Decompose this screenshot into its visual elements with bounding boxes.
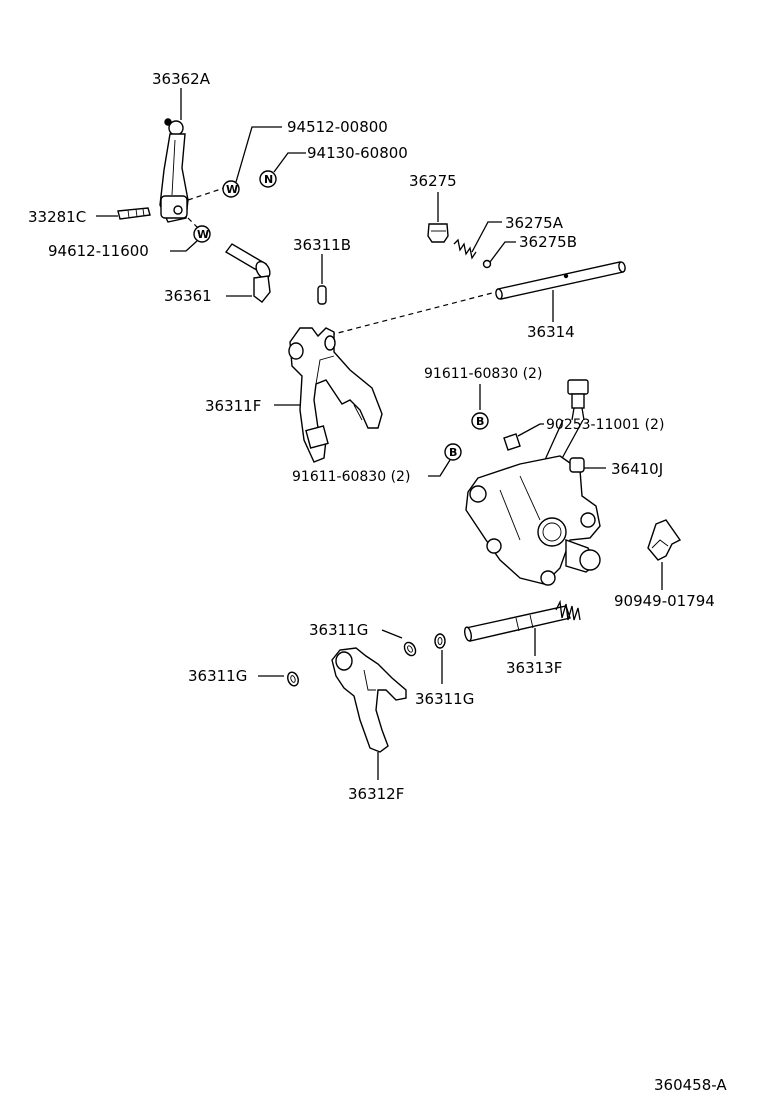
shift-rod-36314 [495,261,626,322]
shift-lever-36362A [159,88,189,223]
ring-36311G-left [258,671,299,687]
washer-94512-00800: W [222,126,282,198]
svg-text:N: N [264,173,273,186]
bolt-91611-60830-lower: B [428,443,462,477]
svg-text:B: B [476,415,484,428]
svg-text:B: B [449,446,457,459]
shift-shaft-36313F [464,599,581,656]
svg-text:W: W [197,228,209,241]
shift-fork-36311F [274,327,383,463]
label-36361: 36361 [164,287,212,305]
label-36311F: 36311F [205,397,261,415]
label-33281C: 33281C [28,208,86,226]
label-90949-01794: 90949-01794 [614,592,715,610]
label-94612-11600: 94612-11600 [48,242,149,260]
label-36313F: 36313F [506,659,562,677]
label-36311G-mid: 36311G [415,690,474,708]
ring-36311G-mid [434,633,446,684]
shift-fork-36312F [331,647,407,780]
label-36362A: 36362A [152,70,211,88]
svg-text:W: W [226,183,238,196]
label-36275A: 36275A [505,214,564,232]
label-36275: 36275 [409,172,457,190]
sensor-connector [543,379,589,463]
washer-94612-11600: W [170,225,211,252]
pin-36311B [317,254,327,305]
shift-housing-36410J [465,455,606,586]
pin-33281C [96,207,151,220]
lever-shaft-36361 [224,243,271,303]
plug-36275 [427,192,449,243]
label-36311G-top: 36311G [309,621,368,639]
label-94130-60800: 94130-60800 [307,144,408,162]
label-91611-60830-upper: 91611-60830 (2) [424,366,542,382]
label-36312F: 36312F [348,785,404,803]
ball-36275B [482,241,516,269]
bolt-91611-60830-upper: B [471,384,489,430]
ring-36311G-top [381,629,417,657]
label-36311G-left: 36311G [188,667,247,685]
figure-code: 360458-A [654,1076,727,1094]
label-36275B: 36275B [519,233,577,251]
plug-90253-11001 [503,423,544,451]
label-36311B: 36311B [293,236,351,254]
label-36314: 36314 [527,323,575,341]
spring-36275A [453,221,502,260]
nut-94130-60800: N [259,152,306,188]
label-94512-00800: 94512-00800 [287,118,388,136]
label-91611-60830-lower: 91611-60830 (2) [292,469,410,485]
label-36410J: 36410J [611,460,663,478]
label-90253-11001: 90253-11001 (2) [546,417,664,433]
clip-90949-01794 [647,519,682,590]
